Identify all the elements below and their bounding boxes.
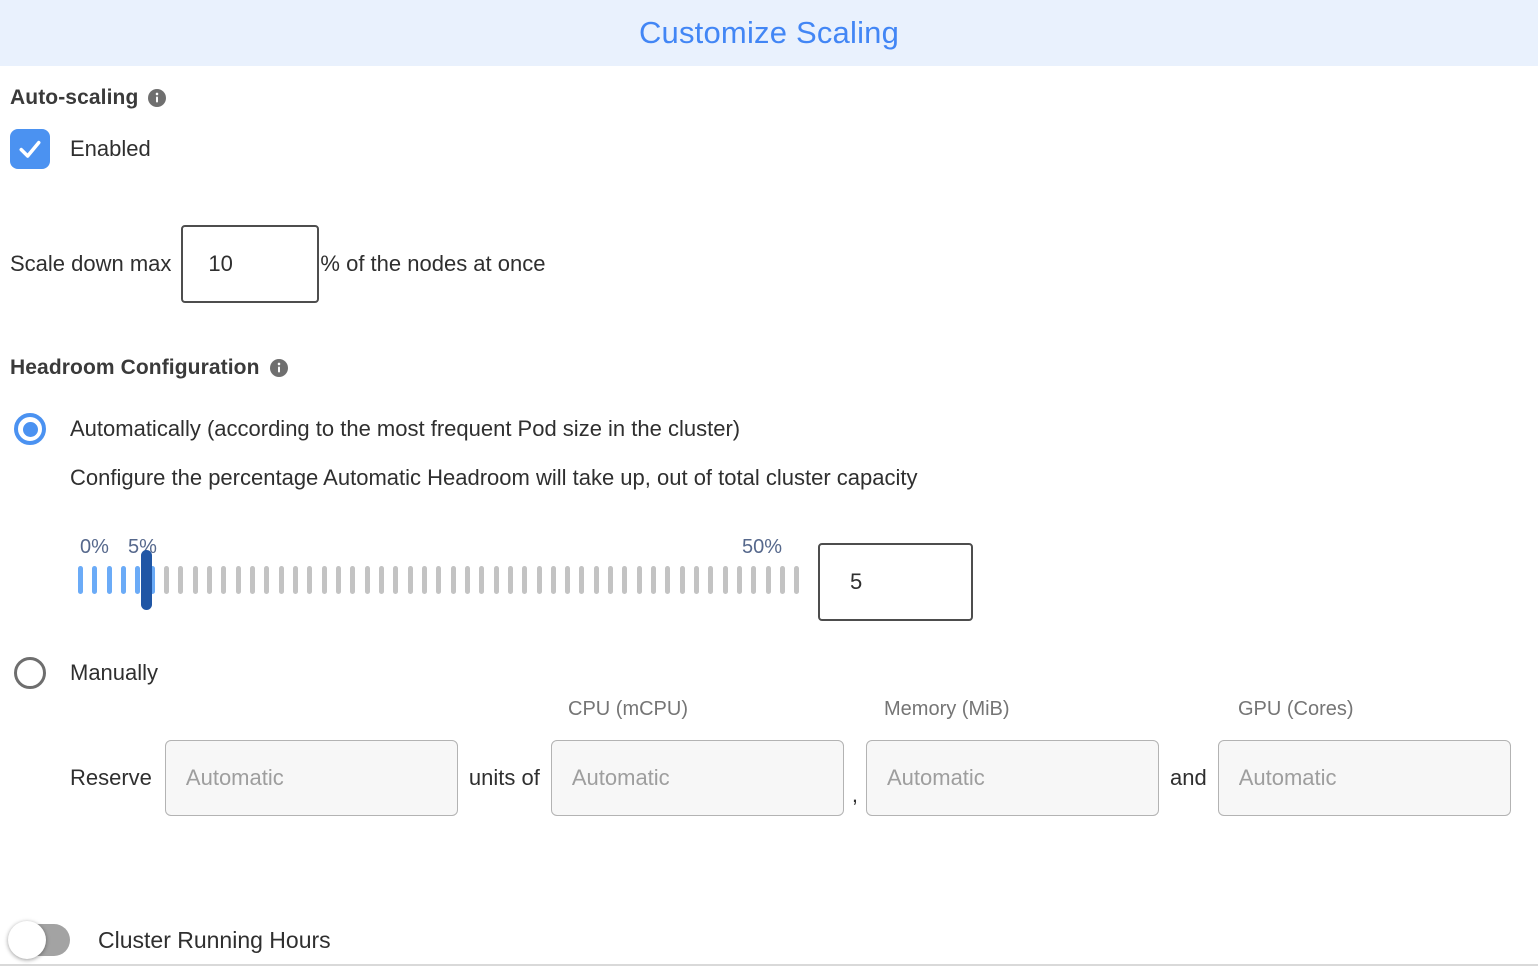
slider-tick (350, 566, 356, 594)
slider-tick (249, 566, 255, 594)
cluster-running-hours-toggle[interactable] (8, 921, 70, 959)
slider-tick (507, 566, 513, 594)
page-title: Customize Scaling (638, 15, 900, 50)
slider-tick (765, 566, 771, 594)
slider-tick (479, 566, 485, 594)
auto-scaling-enabled-row: Enabled (10, 129, 1538, 169)
headroom-slider-ticks[interactable] (78, 566, 800, 594)
slider-tick (522, 566, 528, 594)
enabled-checkbox-label[interactable]: Enabled (70, 136, 151, 161)
headroom-percentage-input[interactable] (818, 543, 973, 621)
headroom-slider-handle[interactable] (141, 550, 153, 610)
slider-tick (751, 566, 757, 594)
headroom-configuration-label: Headroom Configuration (10, 356, 260, 379)
memory-input[interactable] (865, 740, 1159, 816)
slider-tick (493, 566, 499, 594)
slider-tick (78, 566, 83, 594)
slider-tick (149, 566, 155, 594)
slider-max-label: 50% (742, 536, 783, 558)
slider-tick (221, 566, 227, 594)
manual-radio[interactable] (14, 657, 46, 689)
slider-tick (178, 566, 184, 594)
slider-tick (264, 566, 270, 594)
slider-tick (421, 566, 427, 594)
slider-tick (622, 566, 628, 594)
slider-tick (192, 566, 198, 594)
slider-tick (92, 566, 98, 594)
slider-tick (407, 566, 413, 594)
slider-tick (393, 566, 399, 594)
slider-tick (464, 566, 470, 594)
cpu-column-header: CPU (mCPU) (568, 698, 688, 720)
slider-tick (794, 566, 800, 594)
slider-tick (780, 566, 786, 594)
manual-radio-label[interactable]: Manually (70, 660, 159, 685)
scale-down-max-input[interactable] (181, 225, 320, 303)
slider-tick (651, 566, 657, 594)
slider-tick (636, 566, 642, 594)
info-icon[interactable] (148, 89, 167, 107)
headroom-section-header: Headroom Configuration (10, 355, 1538, 381)
slider-tick (364, 566, 370, 594)
gpu-input[interactable] (1217, 740, 1511, 816)
units-of-label: units of (468, 765, 540, 790)
slider-tick (679, 566, 685, 594)
reserve-units-input[interactable] (164, 740, 458, 816)
slider-tick (321, 566, 327, 594)
headroom-manual-row: Manually (14, 656, 1538, 690)
slider-tick (694, 566, 700, 594)
slider-tick (335, 566, 341, 594)
headroom-slider: 0% 5% 50% (78, 536, 1128, 626)
automatic-radio[interactable] (14, 413, 46, 445)
slider-tick (307, 566, 313, 594)
dialog-header: Customize Scaling (0, 0, 1538, 66)
slider-tick (708, 566, 714, 594)
scale-down-row: Scale down max % of the nodes at once (10, 225, 1538, 303)
automatic-radio-label[interactable]: Automatically (according to the most fre… (70, 416, 741, 441)
cluster-running-hours-row: Cluster Running Hours (8, 920, 1538, 960)
headroom-automatic-row: Automatically (according to the most fre… (14, 412, 1538, 446)
slider-tick (378, 566, 384, 594)
slider-tick (579, 566, 585, 594)
slider-tick (536, 566, 542, 594)
slider-min-label: 0% (80, 536, 109, 558)
reserve-row: Reserve units of , and (0, 740, 1511, 816)
enabled-checkbox[interactable] (10, 129, 50, 169)
comma-separator: , (851, 782, 858, 807)
slider-tick (722, 566, 728, 594)
slider-tick (106, 566, 112, 594)
auto-scaling-label: Auto-scaling (10, 86, 139, 109)
slider-tick (163, 566, 169, 594)
slider-tick (436, 566, 442, 594)
cluster-running-hours-label[interactable]: Cluster Running Hours (98, 926, 331, 953)
slider-tick (737, 566, 743, 594)
slider-tick (450, 566, 456, 594)
slider-tick (593, 566, 599, 594)
slider-tick (608, 566, 614, 594)
scale-down-label: Scale down max (10, 251, 172, 276)
slider-tick (278, 566, 284, 594)
scale-down-suffix: % of the nodes at once (320, 251, 546, 276)
toggle-knob (8, 921, 46, 959)
slider-tick (235, 566, 241, 594)
slider-tick (292, 566, 298, 594)
slider-tick (120, 566, 126, 594)
automatic-headroom-description: Configure the percentage Automatic Headr… (70, 465, 918, 490)
reserve-label: Reserve (70, 765, 152, 790)
slider-tick (135, 566, 141, 594)
slider-tick (565, 566, 571, 594)
manual-reserve-section: CPU (mCPU) Memory (MiB) GPU (Cores) Rese… (0, 698, 1538, 818)
bottom-divider (0, 964, 1538, 966)
memory-column-header: Memory (MiB) (884, 698, 1010, 720)
auto-scaling-section-header: Auto-scaling (10, 85, 1538, 111)
cpu-input[interactable] (550, 740, 844, 816)
info-icon[interactable] (269, 359, 288, 377)
slider-tick (550, 566, 556, 594)
checkmark-icon (19, 140, 41, 158)
slider-tick (206, 566, 212, 594)
slider-tick (665, 566, 671, 594)
and-separator: and (1169, 765, 1207, 790)
gpu-column-header: GPU (Cores) (1238, 698, 1354, 720)
radio-dot (22, 421, 38, 437)
